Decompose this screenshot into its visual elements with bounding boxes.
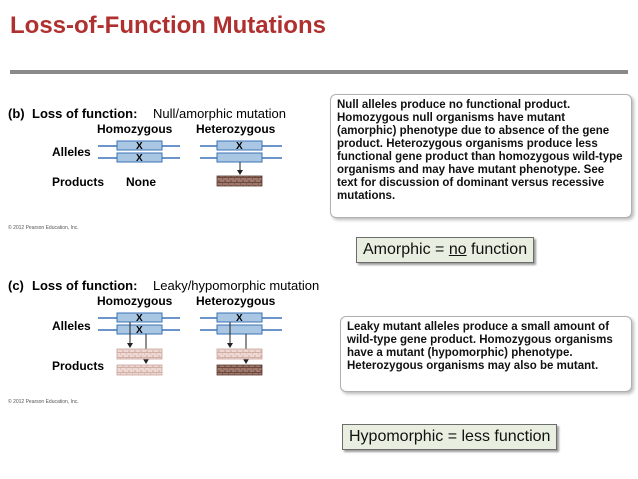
- panel-c-heterozygous-alleles: X: [200, 312, 282, 376]
- panel-b-row-alleles: Alleles: [52, 145, 91, 159]
- panel-c-note: Leaky mutant alleles produce a small amo…: [340, 316, 632, 392]
- mutation-mark: X: [136, 325, 143, 336]
- functional-product-block: [216, 364, 263, 376]
- arrowhead-icon: [127, 343, 133, 348]
- reduced-product-block: [116, 364, 163, 376]
- panel-b-copyright: © 2012 Pearson Education, Inc.: [8, 224, 79, 231]
- amorphic-prefix: Amorphic =: [363, 241, 449, 258]
- panel-c: (c) Loss of function: Leaky/hypomorphic …: [8, 278, 319, 405]
- arrowhead-icon: [237, 170, 243, 175]
- panel-b-col-heterozygous: Heterozygous: [196, 122, 276, 136]
- amorphic-emphasis: no: [448, 241, 467, 258]
- slide-title: Loss-of-Function Mutations: [10, 12, 326, 39]
- panel-b-col-homozygous: Homozygous: [97, 122, 173, 136]
- panel-c-title-bold: Loss of function:: [32, 278, 137, 293]
- panel-c-label: (c): [8, 278, 24, 293]
- panel-c-col-homozygous: Homozygous: [97, 294, 173, 308]
- panel-b-homozygous-none: None: [126, 175, 156, 189]
- panel-c-col-heterozygous: Heterozygous: [196, 294, 276, 308]
- reduced-product-block: [116, 348, 163, 360]
- panel-b-title-rest: Null/amorphic mutation: [153, 106, 286, 121]
- mutation-mark: X: [236, 141, 243, 152]
- panel-b-label: (b): [8, 106, 25, 121]
- panel-b-row-products: Products: [52, 175, 104, 189]
- panel-c-copyright: © 2012 Pearson Education, Inc.: [8, 398, 79, 405]
- arrowhead-icon: [227, 343, 233, 348]
- arrowhead-icon: [143, 359, 149, 364]
- functional-product-block: [216, 175, 263, 187]
- hypomorphic-callout: Hypomorphic = less function: [342, 424, 558, 450]
- amorphic-suffix: function: [466, 241, 528, 258]
- panel-c-title-rest: Leaky/hypomorphic mutation: [153, 278, 319, 293]
- mutation-mark: X: [136, 313, 143, 324]
- reduced-product-block: [216, 348, 263, 360]
- panel-c-row-alleles: Alleles: [52, 319, 91, 333]
- panel-c-row-products: Products: [52, 359, 104, 373]
- panel-c-homozygous-alleles: X X: [98, 312, 180, 376]
- amorphic-callout: Amorphic = no function: [356, 237, 535, 263]
- panel-b: (b) Loss of function: Null/amorphic muta…: [8, 106, 286, 231]
- title-divider: [10, 70, 628, 74]
- mutation-mark: X: [136, 141, 143, 152]
- mutation-mark: X: [136, 153, 143, 164]
- panel-b-title-bold: Loss of function:: [32, 106, 137, 121]
- arrowhead-icon: [243, 359, 249, 364]
- panel-b-homozygous-alleles: X X: [98, 140, 180, 164]
- panel-b-note: Null alleles produce no functional produ…: [330, 94, 632, 218]
- mutation-mark: X: [236, 313, 243, 324]
- panel-b-heterozygous-alleles: X: [200, 140, 282, 187]
